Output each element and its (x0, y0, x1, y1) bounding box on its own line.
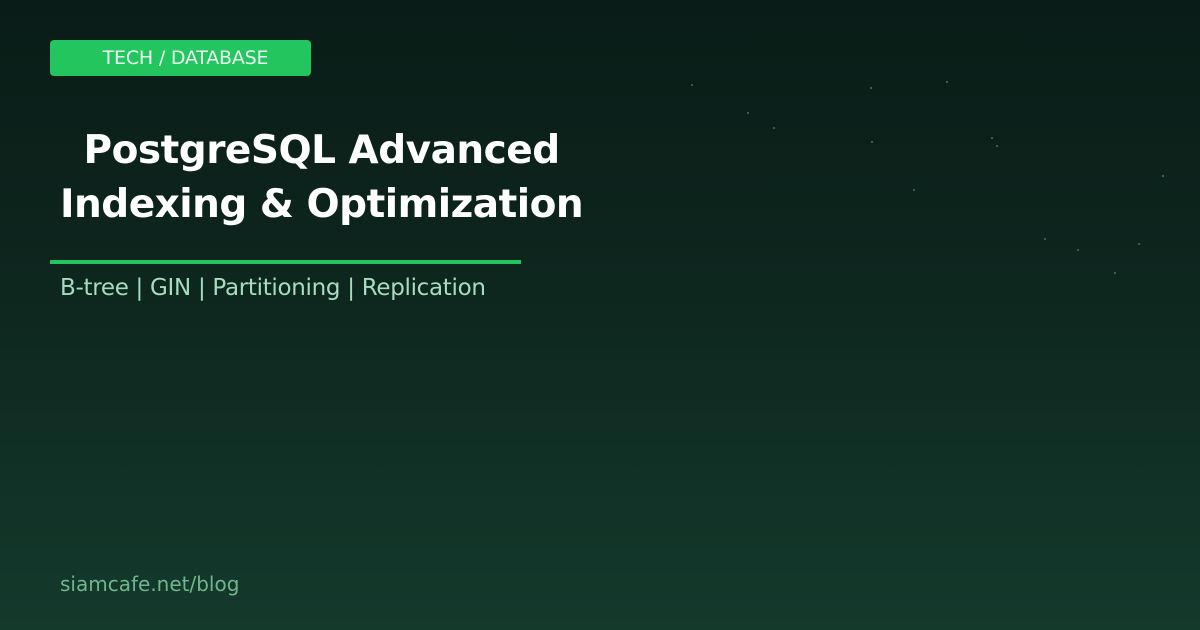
page-title: PostgreSQL Advanced Indexing & Optimizat… (60, 124, 584, 232)
title-divider (50, 260, 521, 264)
topic-subtitle: B-tree | GIN | Partitioning | Replicatio… (60, 275, 486, 301)
title-line-2: Indexing & Optimization (60, 182, 584, 227)
category-badge: TECH / DATABASE (50, 40, 311, 76)
title-line-1: PostgreSQL Advanced (83, 128, 561, 173)
site-url: siamcafe.net/blog (60, 572, 240, 596)
star-dots (691, 81, 1164, 274)
